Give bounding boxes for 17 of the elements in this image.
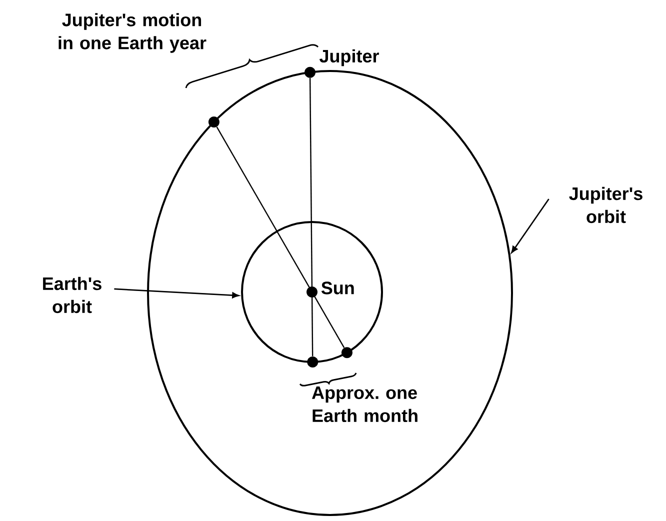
caption-label: Approx. one Earth month xyxy=(312,386,418,422)
dot xyxy=(341,347,352,358)
orbit-label: Earth's orbit xyxy=(43,276,102,314)
sight-line xyxy=(309,78,314,356)
orbit-label: Jupiter's orbit xyxy=(569,186,642,224)
dot xyxy=(307,356,318,368)
caption-label: Jupiter's motion in one Earth year xyxy=(58,13,206,53)
dot xyxy=(306,286,318,298)
orbit-ellipse xyxy=(147,70,513,516)
orbit-circle xyxy=(241,221,383,363)
dot xyxy=(304,66,316,78)
planet-label: Sun xyxy=(321,282,354,294)
leader-arrow xyxy=(511,198,550,254)
sight-line xyxy=(216,126,345,348)
leader-arrow xyxy=(114,288,240,298)
planet-label: Jupiter xyxy=(320,49,379,66)
dot xyxy=(208,116,220,128)
